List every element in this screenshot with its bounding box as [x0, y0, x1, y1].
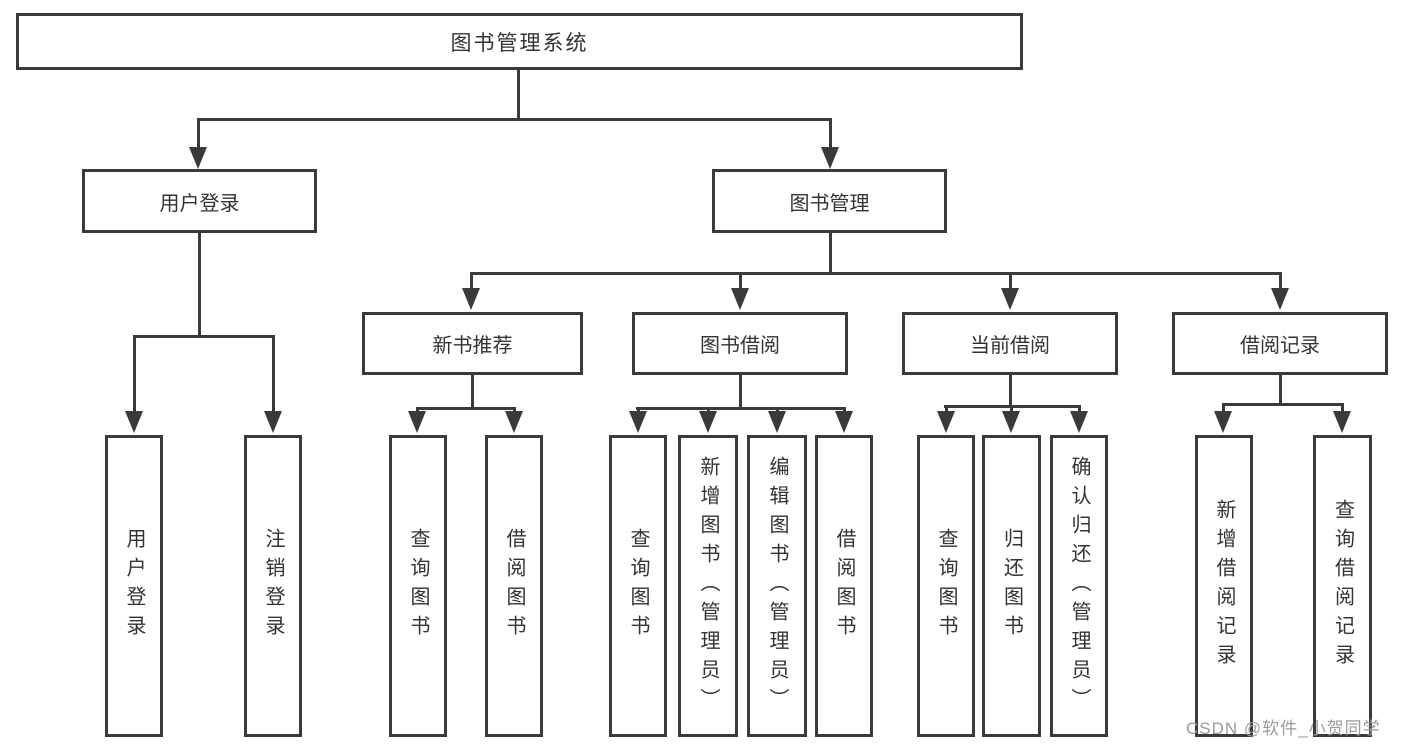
- connector-stem: [739, 375, 742, 410]
- node-borrow-records: 借阅记录: [1172, 312, 1388, 375]
- node-leaf-edit-book-admin: 编辑图书（管理员）: [747, 435, 807, 737]
- arrow-down-icon: [264, 411, 282, 433]
- arrow-down-icon: [1214, 411, 1232, 433]
- arrow-down-icon: [699, 411, 717, 433]
- arrow-down-icon: [1271, 288, 1289, 310]
- node-root: 图书管理系统: [16, 13, 1023, 70]
- connector-drop: [945, 405, 948, 413]
- connector-stem: [471, 375, 474, 410]
- connector-drop: [739, 272, 742, 292]
- connector-level2-bar: [197, 118, 832, 121]
- arrow-down-icon: [505, 411, 523, 433]
- node-book-mgmt-branch: 图书管理: [712, 169, 947, 233]
- connector-drop: [272, 335, 275, 415]
- node-leaf-confirm-return-admin: 确认归还（管理员）: [1050, 435, 1108, 737]
- connector-bar: [416, 407, 516, 410]
- arrow-down-icon: [629, 411, 647, 433]
- node-leaf-add-borrow-record: 新增借阅记录: [1195, 435, 1253, 737]
- arrow-down-icon: [408, 411, 426, 433]
- connector-drop: [133, 335, 136, 415]
- arrow-down-icon: [1070, 411, 1088, 433]
- node-user-login-branch: 用户登录: [82, 169, 317, 233]
- node-leaf-add-book-admin: 新增图书（管理员）: [678, 435, 738, 737]
- arrow-down-icon: [731, 288, 749, 310]
- connector-bar: [636, 407, 846, 410]
- connector-bar: [133, 335, 275, 338]
- node-book-borrow: 图书借阅: [632, 312, 848, 375]
- connector-drop: [1341, 403, 1344, 411]
- arrow-down-icon: [1002, 411, 1020, 433]
- arrow-down-icon: [125, 411, 143, 433]
- node-leaf-borrow-book-rec: 借阅图书: [485, 435, 543, 737]
- node-leaf-query-book-rec: 查询图书: [389, 435, 447, 737]
- arrow-down-icon: [768, 411, 786, 433]
- node-leaf-logout: 注销登录: [244, 435, 302, 737]
- node-current-borrow: 当前借阅: [902, 312, 1118, 375]
- connector-root-stem: [517, 69, 520, 121]
- connector-drop: [1222, 403, 1225, 411]
- arrow-down-icon: [821, 147, 839, 169]
- connector-drop: [1009, 272, 1012, 292]
- node-leaf-user-login: 用户登录: [105, 435, 163, 737]
- connector-stem: [1009, 375, 1012, 408]
- connector-bar: [1222, 403, 1344, 406]
- connector-drop: [1279, 272, 1282, 292]
- connector-level3-bar: [470, 272, 1282, 275]
- connector-stem: [829, 233, 832, 275]
- node-new-book-rec: 新书推荐: [362, 312, 583, 375]
- connector-drop: [1078, 405, 1081, 413]
- connector-stem: [198, 233, 201, 338]
- csdn-watermark: CSDN @软件_小贺同学: [1186, 719, 1381, 738]
- arrow-down-icon: [189, 147, 207, 169]
- arrow-down-icon: [937, 411, 955, 433]
- arrow-down-icon: [1333, 411, 1351, 433]
- connector-stem: [1279, 375, 1282, 406]
- node-leaf-query-book-borrow: 查询图书: [609, 435, 667, 737]
- connector-drop: [1010, 405, 1013, 413]
- connector-drop: [470, 272, 473, 292]
- node-leaf-query-borrow-record: 查询借阅记录: [1313, 435, 1372, 737]
- connector-drop: [197, 118, 200, 151]
- node-leaf-query-book-current: 查询图书: [917, 435, 975, 737]
- arrow-down-icon: [1001, 288, 1019, 310]
- arrow-down-icon: [462, 288, 480, 310]
- node-leaf-return-book: 归还图书: [982, 435, 1041, 737]
- connector-drop: [829, 118, 832, 151]
- node-leaf-borrow-book-borrow: 借阅图书: [815, 435, 873, 737]
- arrow-down-icon: [835, 411, 853, 433]
